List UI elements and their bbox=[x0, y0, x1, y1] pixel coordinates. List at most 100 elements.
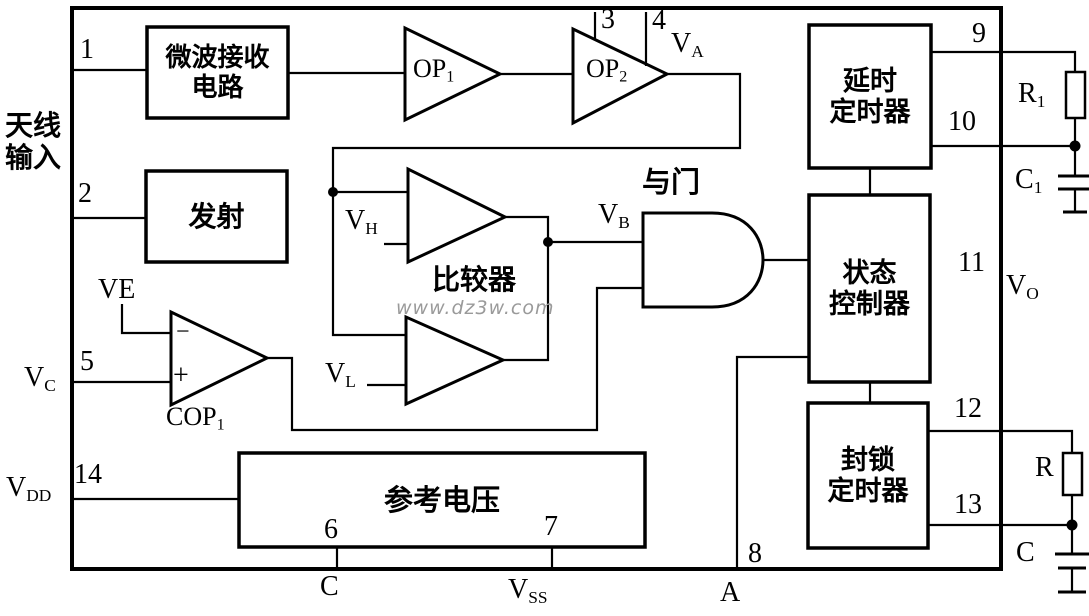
antenna-input-line2: 输入 bbox=[4, 141, 61, 174]
wire-comparator-bus bbox=[503, 215, 550, 362]
transmitter-caption-line1: 发射 bbox=[188, 200, 245, 233]
capacitor-c1 bbox=[1058, 174, 1089, 214]
signal-vc-sub: C bbox=[44, 375, 56, 395]
block-lockout-timer bbox=[806, 401, 930, 550]
junction-dot-r1c1 bbox=[1069, 140, 1081, 152]
signal-vss-sub: SS bbox=[528, 587, 548, 607]
ic-border bbox=[70, 6, 1003, 571]
signal-vh-sub: H bbox=[365, 218, 378, 238]
op2-label: OP2 bbox=[586, 56, 627, 86]
op2-label-main: OP bbox=[586, 54, 620, 83]
signal-va-main: V bbox=[671, 28, 692, 59]
pin-number-13: 13 bbox=[954, 489, 982, 520]
component-r1-main: R bbox=[1018, 78, 1037, 109]
signal-vc: VC bbox=[24, 362, 56, 395]
wire-pin8-a bbox=[735, 355, 809, 567]
pin-number-8: 8 bbox=[748, 538, 762, 569]
wire-pin12-r bbox=[928, 429, 1074, 453]
component-r-label: R bbox=[1035, 454, 1054, 482]
and-gate-shape bbox=[641, 211, 765, 309]
reference-voltage-caption-line1: 参考电压 bbox=[383, 482, 500, 517]
op2-label-sub: 2 bbox=[619, 68, 628, 86]
signal-vl-main: V bbox=[325, 358, 346, 389]
signal-vo: VO bbox=[1006, 270, 1039, 303]
pin-number-12: 12 bbox=[954, 393, 982, 424]
watermark-text: www.dz3w.com bbox=[396, 297, 555, 319]
delay-timer-caption-line2: 定时器 bbox=[829, 96, 911, 128]
microwave-receiver-caption: 微波接收 电路 bbox=[147, 27, 288, 118]
resistor-r1 bbox=[1064, 70, 1087, 120]
signal-vh: VH bbox=[345, 205, 378, 238]
lockout-timer-caption-line1: 封锁 bbox=[841, 444, 895, 476]
lockout-timer-caption: 封锁 定时器 bbox=[808, 403, 928, 548]
pin-number-7: 7 bbox=[544, 511, 558, 542]
pin-number-1: 1 bbox=[80, 34, 94, 65]
signal-va: VA bbox=[671, 28, 704, 61]
lockout-timer-caption-line2: 定时器 bbox=[827, 475, 909, 507]
pin-number-6: 6 bbox=[324, 514, 338, 545]
reference-voltage-caption: 参考电压 bbox=[239, 453, 645, 547]
transmitter-caption: 发射 bbox=[146, 171, 287, 262]
comparator-label: 比较器 bbox=[432, 263, 517, 296]
pin-number-9: 9 bbox=[972, 18, 986, 49]
signal-vss-main: V bbox=[508, 574, 529, 605]
component-r1-label: R1 bbox=[1018, 78, 1046, 111]
bottom-pin-c-label: C bbox=[320, 571, 339, 602]
cop1-plus-sign: + bbox=[173, 360, 189, 391]
pin-number-14: 14 bbox=[74, 459, 102, 490]
wire-cop1-to-and bbox=[267, 286, 643, 432]
bottom-pin-a-label: A bbox=[720, 577, 741, 608]
cop1-label: COP1 bbox=[166, 404, 225, 434]
signal-vc-main: V bbox=[24, 362, 45, 393]
and-gate-label: 与门 bbox=[642, 165, 701, 199]
state-controller-caption-line1: 状态 bbox=[842, 257, 897, 289]
comparator-low-triangle bbox=[404, 314, 507, 407]
component-c-label: C bbox=[1016, 539, 1035, 567]
signal-va-sub: A bbox=[691, 41, 704, 61]
wire-pin9-r1 bbox=[931, 50, 1077, 72]
cop1-minus-sign: − bbox=[176, 319, 190, 345]
op1-label: OP1 bbox=[413, 56, 454, 86]
pin-number-2: 2 bbox=[78, 178, 92, 209]
cop1-label-main: COP bbox=[166, 402, 217, 431]
signal-vss: VSS bbox=[508, 574, 548, 607]
pin-number-5: 5 bbox=[80, 346, 94, 377]
antenna-input-label: 天线 输入 bbox=[0, 108, 66, 176]
component-r1-sub: 1 bbox=[1036, 91, 1046, 111]
comparator-high-triangle bbox=[406, 166, 509, 265]
cop1-triangle bbox=[169, 309, 271, 408]
signal-vb: VB bbox=[598, 199, 630, 232]
signal-vdd-sub: DD bbox=[26, 485, 52, 505]
signal-vb-main: V bbox=[598, 199, 619, 230]
junction-dot-feedback bbox=[328, 187, 338, 197]
wire-op2-feedback bbox=[331, 72, 742, 337]
pin-number-4: 4 bbox=[652, 5, 666, 36]
signal-vl-sub: L bbox=[345, 371, 356, 391]
junction-dot-vb bbox=[543, 237, 553, 247]
capacitor-c bbox=[1055, 552, 1089, 594]
pin-number-3: 3 bbox=[601, 4, 615, 35]
microwave-receiver-caption-line1: 微波接收 bbox=[165, 42, 270, 73]
component-c1-sub: 1 bbox=[1033, 177, 1043, 197]
junction-dot-rc bbox=[1066, 519, 1078, 531]
delay-timer-caption-line1: 延时 bbox=[843, 65, 897, 97]
wire-ve-input bbox=[120, 304, 171, 335]
signal-ve: VE bbox=[98, 276, 135, 304]
component-c-main: C bbox=[1016, 537, 1035, 568]
delay-timer-caption: 延时 定时器 bbox=[809, 25, 931, 168]
signal-ve-main: VE bbox=[98, 274, 136, 305]
state-controller-caption: 状态 控制器 bbox=[809, 195, 930, 382]
signal-vo-sub: O bbox=[1026, 283, 1039, 303]
signal-vdd-main: V bbox=[6, 472, 27, 503]
signal-vl: VL bbox=[325, 358, 356, 391]
component-c1-label: C1 bbox=[1015, 166, 1043, 197]
pin-number-11: 11 bbox=[958, 247, 985, 278]
component-r-main: R bbox=[1035, 452, 1054, 483]
op1-label-sub: 1 bbox=[446, 68, 455, 86]
state-controller-caption-line2: 控制器 bbox=[829, 288, 910, 320]
pin-number-10: 10 bbox=[948, 106, 976, 137]
signal-vo-main: V bbox=[1006, 270, 1027, 301]
signal-vh-main: V bbox=[345, 205, 366, 236]
